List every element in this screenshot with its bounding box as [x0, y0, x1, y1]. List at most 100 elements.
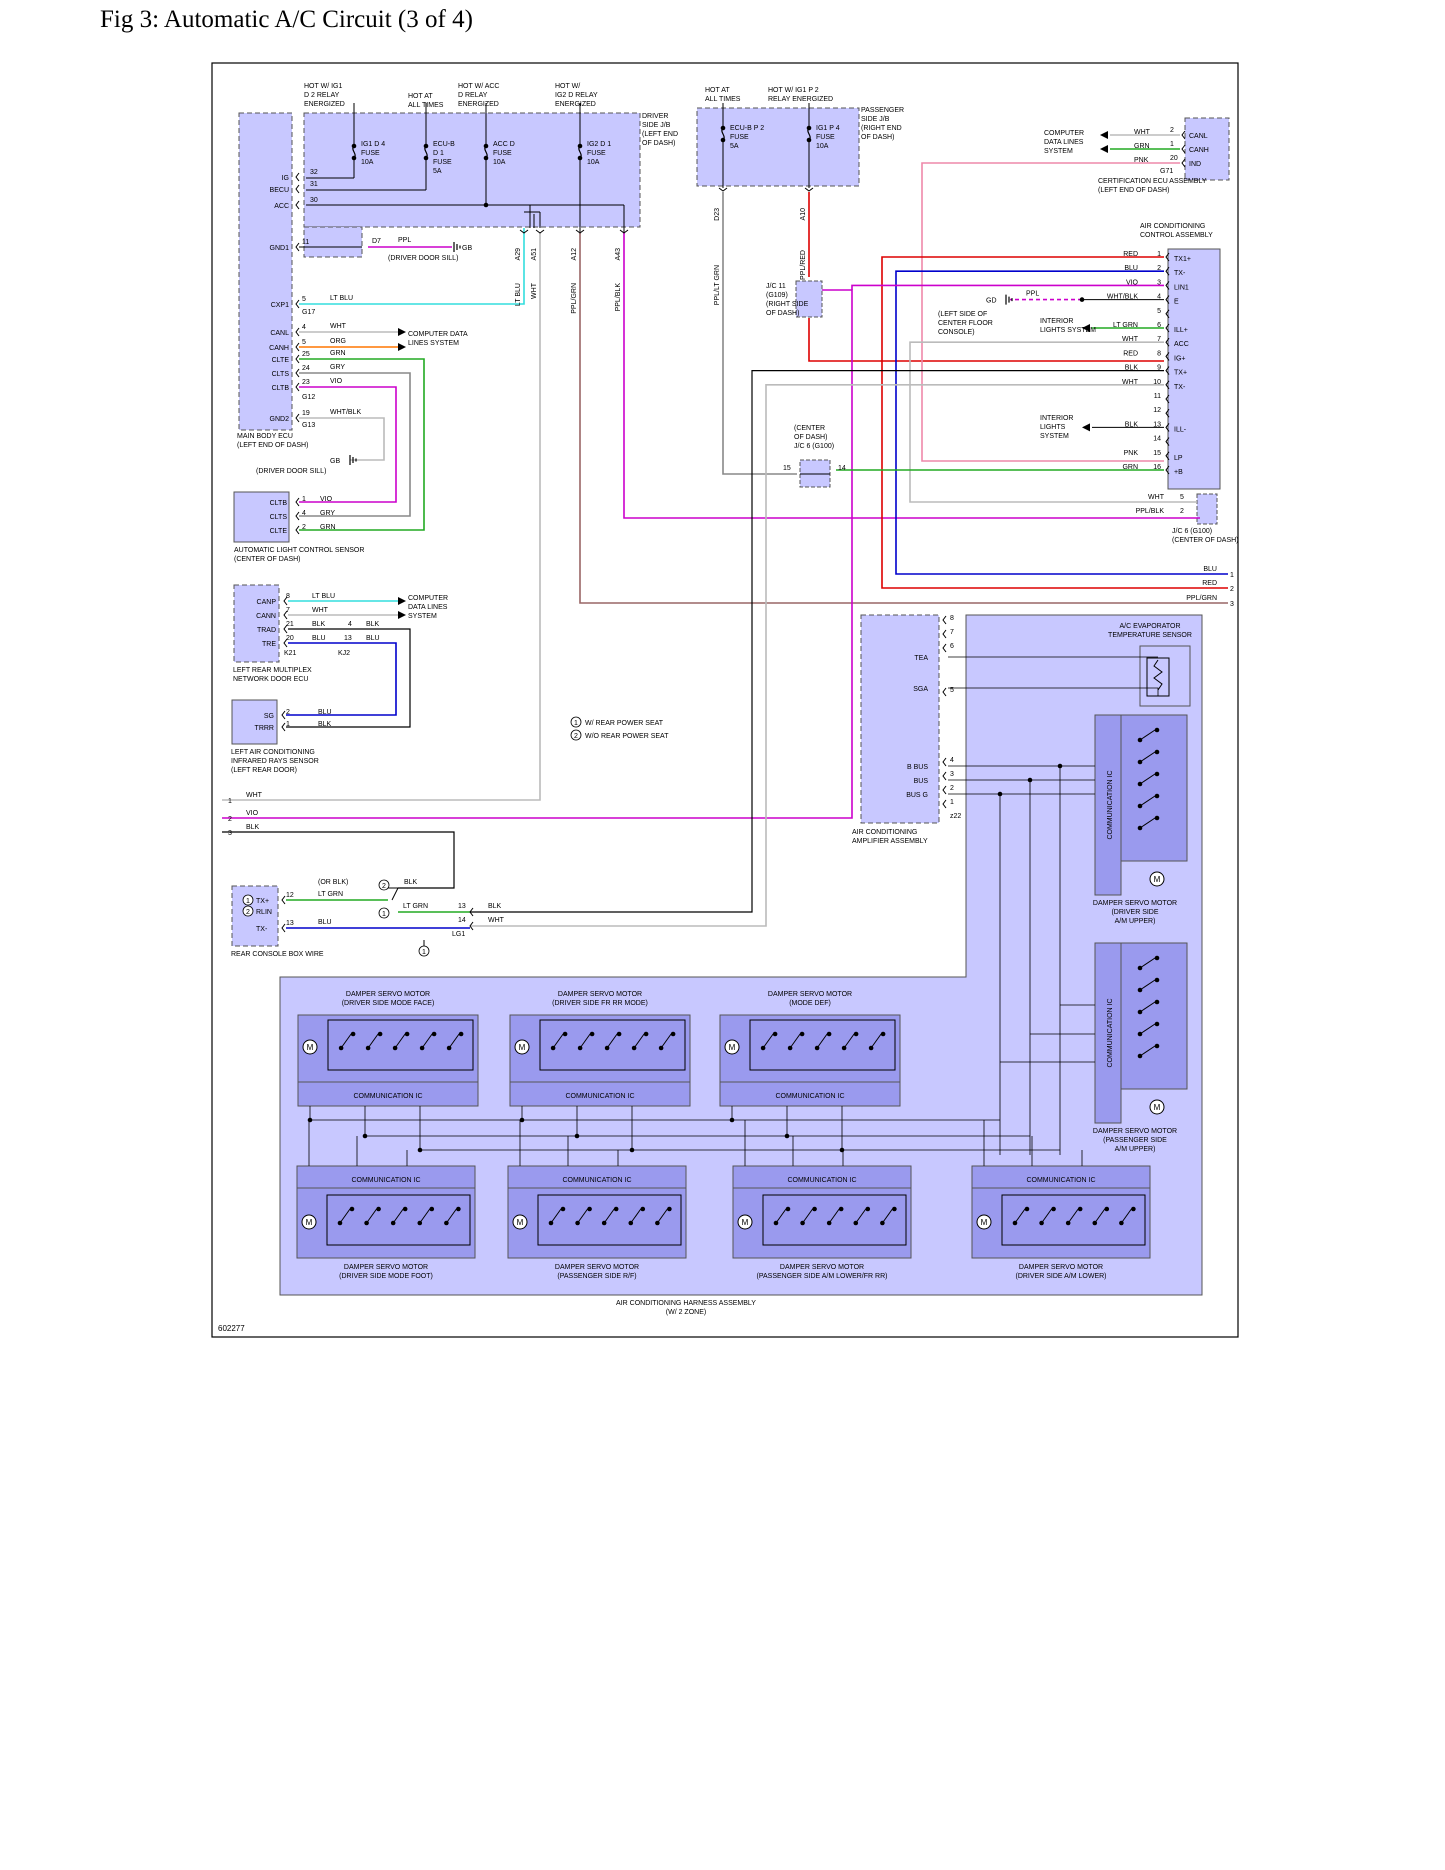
switch-blade	[1139, 979, 1156, 991]
switch-contact	[670, 1031, 676, 1037]
connector-chevron	[1165, 266, 1170, 276]
switch-contact	[616, 1031, 622, 1037]
connector-chevron	[1181, 158, 1186, 168]
switch-blade	[656, 1208, 668, 1224]
connector-chevron	[283, 638, 288, 648]
connector-chevron	[942, 643, 947, 653]
switch-contact	[772, 1031, 778, 1037]
label: (MODE DEF)	[789, 1000, 831, 1007]
wire-blk-tx-plus	[470, 370, 1164, 913]
acc-pin-label: TX1+	[1174, 256, 1191, 263]
label: HOT W/	[555, 83, 580, 90]
switch-pivot	[1137, 1009, 1143, 1015]
acc-pin-number: 14	[1153, 436, 1161, 443]
switch-contact	[404, 1031, 410, 1037]
switch-contact	[1131, 1206, 1136, 1212]
wire-color: WHT/BLK	[1107, 294, 1138, 301]
servo-motor-icon	[1149, 871, 1165, 887]
connector-chevron	[295, 382, 300, 392]
connector-chevron	[295, 242, 300, 252]
acc-pin-label: TX-	[1174, 384, 1186, 391]
acc-pin-number: 13	[1153, 421, 1161, 428]
edge-number: 3	[1230, 601, 1234, 608]
label: SYSTEM	[1044, 148, 1073, 155]
fuse-end-dot	[720, 125, 726, 131]
label: LINES SYSTEM	[408, 340, 459, 347]
label: HOT AT	[705, 87, 730, 94]
switch-bank	[762, 1194, 907, 1246]
door-pin-number: 8	[286, 593, 290, 600]
switch-contact	[1154, 815, 1160, 821]
mb-pin-number: 11	[302, 239, 309, 246]
connector-chevron	[281, 895, 286, 905]
label: NETWORK DOOR ECU	[233, 676, 308, 683]
wire-color: PNK	[1134, 157, 1149, 164]
legend-number: 1	[422, 949, 426, 956]
switch-contact	[402, 1206, 408, 1212]
wire-blk-edge	[222, 831, 455, 889]
ls-pin-label: CLTS	[270, 514, 288, 521]
comm-ic-label: COMMUNICATION IC	[1107, 998, 1114, 1067]
switch-contact	[589, 1031, 595, 1037]
mb-pin-number: 32	[310, 169, 318, 176]
passenger-side-junction-block	[696, 107, 860, 187]
junction-dot	[1079, 297, 1085, 302]
wire-color: VIO	[330, 378, 343, 385]
switch-contact	[640, 1206, 646, 1212]
label: A/M UPPER)	[1115, 918, 1156, 925]
connector-chevron	[283, 610, 288, 620]
switch-pivot	[417, 1220, 423, 1226]
mb-pin-label: ACC	[274, 203, 289, 210]
comm-ic-label: COMMUNICATION IC	[565, 1093, 634, 1100]
acc-pin-label: ILL-	[1174, 426, 1187, 433]
connector-chevron	[804, 187, 814, 192]
wire-color: WHT/BLK	[330, 409, 361, 416]
label: J/C 11	[766, 283, 786, 290]
label: CENTER FLOOR	[938, 320, 993, 327]
jc-pin-number: 15	[783, 465, 791, 472]
wire-color: BLU	[312, 635, 326, 642]
edge-number: 3	[228, 830, 232, 837]
door-pin-label: TRAD	[257, 627, 276, 634]
door-pin-number: 21	[286, 621, 294, 628]
switch-pivot	[444, 1220, 449, 1226]
arrow	[1082, 423, 1090, 432]
connector-id: LG1	[452, 931, 465, 938]
switch-pivot	[1137, 825, 1143, 831]
cert-pin-label: CANH	[1189, 147, 1209, 154]
switch-blade	[366, 1208, 377, 1224]
wire-color: PPL/GRN	[1186, 595, 1217, 602]
switch-blade	[339, 1208, 351, 1224]
switch-pivot	[1092, 1220, 1098, 1226]
jc-pin-number: 14	[838, 465, 846, 472]
legend-number: 1	[382, 911, 386, 918]
amp-pin-label: BUS	[914, 778, 929, 785]
switch-bank	[327, 1019, 474, 1071]
switch-pivot	[1137, 781, 1143, 787]
acc-pin-number: 16	[1153, 464, 1161, 471]
switch-contact	[880, 1031, 886, 1037]
mb-pin-number: 31	[310, 181, 318, 188]
ground-id: GB	[462, 245, 472, 252]
connector-chevron	[469, 921, 474, 931]
amp-pin-number: 7	[950, 629, 954, 636]
switch-contact	[350, 1031, 356, 1037]
mb-pin-label: GND2	[270, 416, 290, 423]
wire-color: LT BLU	[312, 593, 335, 600]
label: OF DASH)	[794, 434, 827, 441]
mb-pin-number: 25	[302, 351, 310, 358]
wire-clts	[299, 372, 411, 517]
junction-connector-6-right	[1196, 493, 1218, 525]
switch-blade	[630, 1208, 642, 1224]
switch-blade	[1094, 1208, 1106, 1224]
thermistor-zigzag	[1153, 659, 1163, 691]
switch-contact	[349, 1206, 355, 1212]
label: (CENTER	[794, 425, 825, 432]
label: AMPLIFIER ASSEMBLY	[852, 838, 928, 845]
switch-contact	[1077, 1206, 1083, 1212]
acc-pin-label: E	[1174, 299, 1179, 306]
switch-contact	[1154, 727, 1160, 733]
ground-symbol	[453, 242, 461, 252]
switch-blade	[789, 1033, 801, 1049]
label: ECU-B P 2	[730, 125, 764, 132]
